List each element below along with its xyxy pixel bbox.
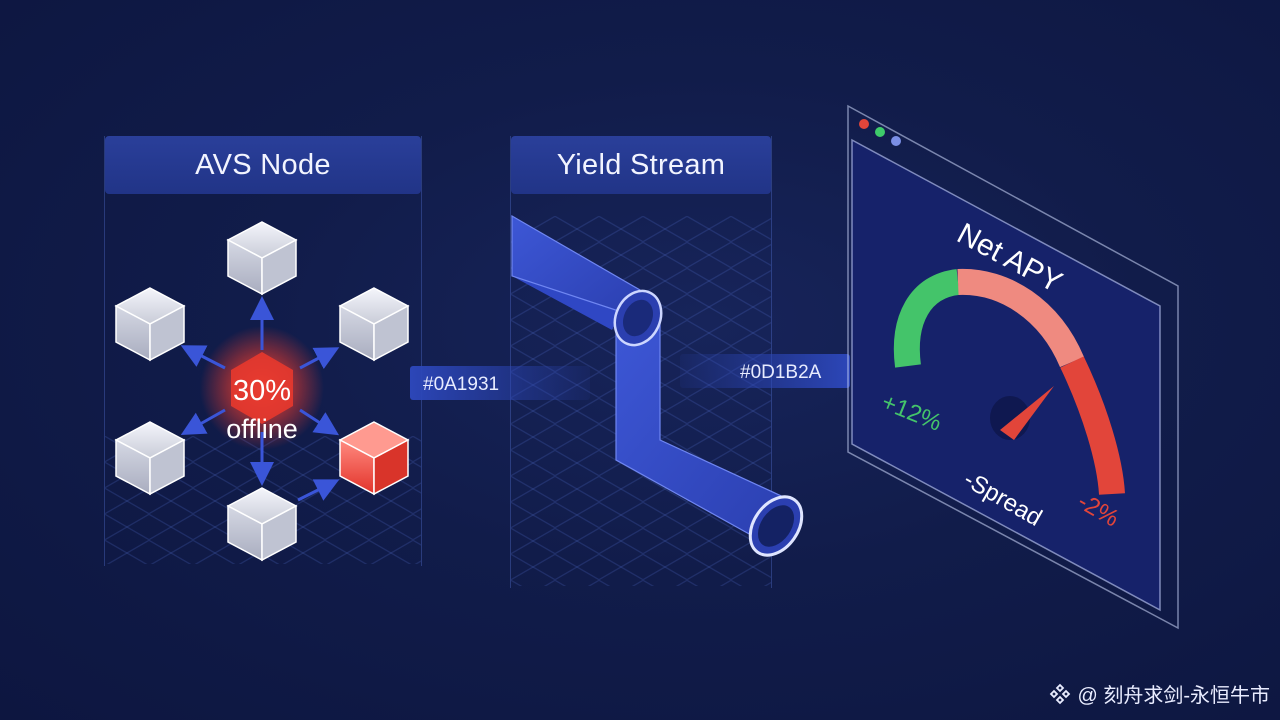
offline-percent: 30%	[233, 375, 291, 407]
pipe-outlet-hole	[757, 505, 795, 547]
cube-bottom	[226, 487, 298, 562]
gauge-arc-green	[893, 269, 961, 368]
network-arrows	[180, 296, 340, 502]
cube-upper-left	[114, 287, 186, 362]
avs-node-title: AVS Node	[105, 136, 421, 194]
watermark-text: @ 刻舟求剑-永恒牛市	[1077, 685, 1270, 707]
avs-network: 30% offline	[114, 221, 410, 562]
cube-upper-right	[338, 287, 410, 362]
window-dot-red	[859, 119, 869, 129]
left-connector: #0A1931	[410, 366, 590, 400]
offline-label: offline	[226, 414, 298, 444]
window-dot-blue	[891, 136, 901, 146]
offline-hex	[231, 352, 293, 424]
apy-window: Net APY +12% -Spread -2%	[847, 104, 1179, 630]
gauge-arc-pink	[957, 268, 1084, 368]
right-connector: #0D1B2A	[680, 354, 850, 388]
watermark: @ 刻舟求剑-永恒牛市	[1049, 679, 1270, 708]
yield-stream-title: Yield Stream	[511, 136, 771, 194]
cube-lower-left	[114, 421, 186, 496]
yield-pipe	[511, 214, 804, 557]
right-connector-tag: #0D1B2A	[740, 362, 822, 383]
cube-top	[226, 221, 298, 296]
pipe-joint-hole	[622, 299, 654, 337]
window-dot-green	[875, 127, 885, 137]
binance-diamond-icon	[1050, 683, 1071, 704]
gauge-needle	[1000, 386, 1054, 440]
gauge-arc-red	[1060, 356, 1125, 496]
cube-lower-right-offline	[338, 421, 410, 496]
left-connector-tag: #0A1931	[423, 374, 499, 395]
